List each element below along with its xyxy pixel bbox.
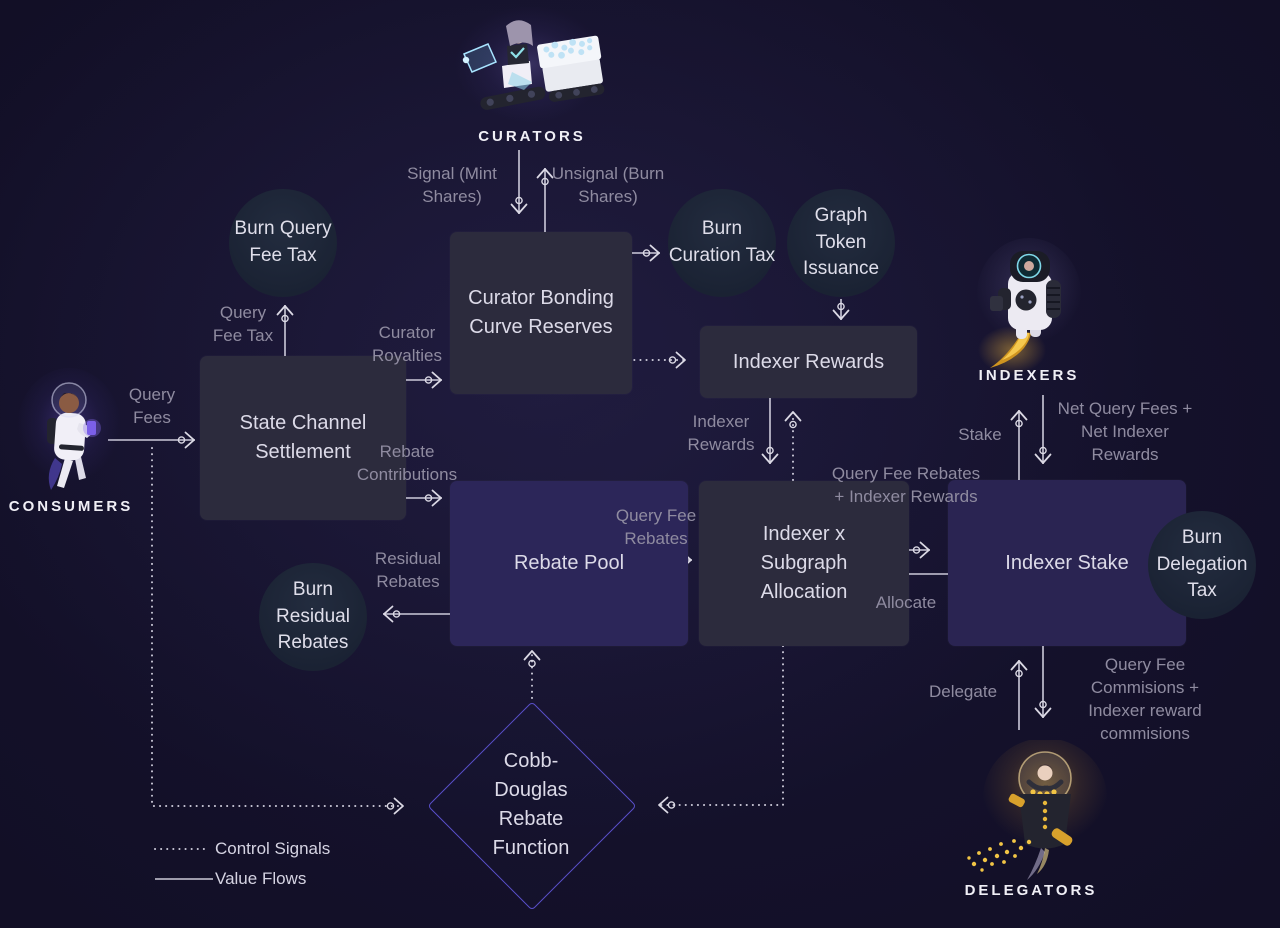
rebates-plus-rewards-flow-label: Query Fee Rebates + Indexer Rewards — [831, 464, 981, 506]
state-channel-label: State Channel Settlement — [239, 412, 367, 463]
allocation-label: Indexer x Subgraph Allocation — [760, 523, 848, 603]
graph-token-issuance-label: Graph Token Issuance — [802, 205, 880, 280]
query-fees-flow-label: Query Fees — [128, 385, 176, 427]
indexer-subgraph-allocation-box: Indexer x Subgraph Allocation — [699, 481, 909, 646]
curator-royalties-flow-label: Curator Royalties — [372, 323, 442, 365]
curators-label: CURATORS — [478, 128, 586, 145]
graph-token-issuance-circle: Graph Token Issuance — [787, 189, 895, 297]
burn-delegation-tax-circle: Burn Delegation Tax — [1148, 511, 1256, 619]
rebate-pool-box: Rebate Pool — [450, 481, 688, 646]
commissions-flow-label: Query Fee Commisions + Indexer reward co… — [1088, 655, 1202, 743]
indexer-rewards-label: Indexer Rewards — [732, 350, 885, 373]
cobb-douglas-label: Cobb-Douglas Rebate Function — [492, 750, 570, 859]
stake-flow-label: Stake — [958, 425, 1002, 444]
delegators-astronaut-icon — [967, 740, 1107, 880]
signal-flow-label: Signal (Mint Shares) — [407, 164, 497, 206]
legend-value-flows-label: Value Flows — [215, 869, 307, 888]
residual-rebates-flow-label: Residual Rebates — [374, 549, 442, 591]
indexers-astronaut-icon — [977, 238, 1081, 374]
burn-delegation-tax-label: Burn Delegation Tax — [1156, 527, 1248, 602]
indexer-rewards-flow-label: Indexer Rewards — [687, 412, 755, 454]
delegate-flow-label: Delegate — [928, 682, 998, 701]
query-fee-tax-flow-label: Query Fee Tax — [212, 303, 274, 345]
curator-bonding-label: Curator Bonding Curve Reserves — [468, 287, 614, 338]
burn-curation-tax-circle: Burn Curation Tax — [668, 189, 776, 297]
legend-control-signals-label: Control Signals — [215, 839, 331, 858]
unsignal-flow-label: Unsignal (Burn Shares) — [551, 164, 665, 206]
delegators-label: DELEGATORS — [964, 882, 1098, 899]
allocate-flow-label: Allocate — [875, 593, 937, 612]
query-fee-rebates-flow-label: Query Fee Rebates — [615, 506, 697, 548]
burn-query-fee-tax-label: Burn Query Fee Tax — [234, 218, 332, 266]
consumers-label: CONSUMERS — [8, 498, 134, 515]
burn-query-fee-tax-circle: Burn Query Fee Tax — [229, 189, 337, 297]
control-allocation-to-cobb-arrow — [657, 645, 784, 814]
rebate-contributions-flow-label: Rebate Contributions — [356, 442, 458, 484]
rebate-pool-label: Rebate Pool — [513, 552, 625, 574]
consumers-astronaut-icon — [17, 368, 121, 490]
state-channel-settlement-box: State Channel Settlement — [200, 356, 406, 520]
burn-residual-rebates-circle: Burn Residual Rebates — [259, 563, 367, 671]
indexer-stake-box: Indexer Stake — [948, 480, 1186, 646]
burn-curation-tax-label: Burn Curation Tax — [668, 218, 776, 266]
net-fees-flow-label: Net Query Fees + Net Indexer Rewards — [1057, 399, 1193, 464]
indexer-rewards-box: Indexer Rewards — [700, 326, 917, 398]
curators-astronaut-icon — [455, 6, 605, 122]
burn-residual-rebates-label: Burn Residual Rebates — [276, 579, 350, 654]
indexer-stake-label: Indexer Stake — [1005, 551, 1129, 574]
curator-bonding-curve-box: Curator Bonding Curve Reserves — [450, 232, 632, 394]
